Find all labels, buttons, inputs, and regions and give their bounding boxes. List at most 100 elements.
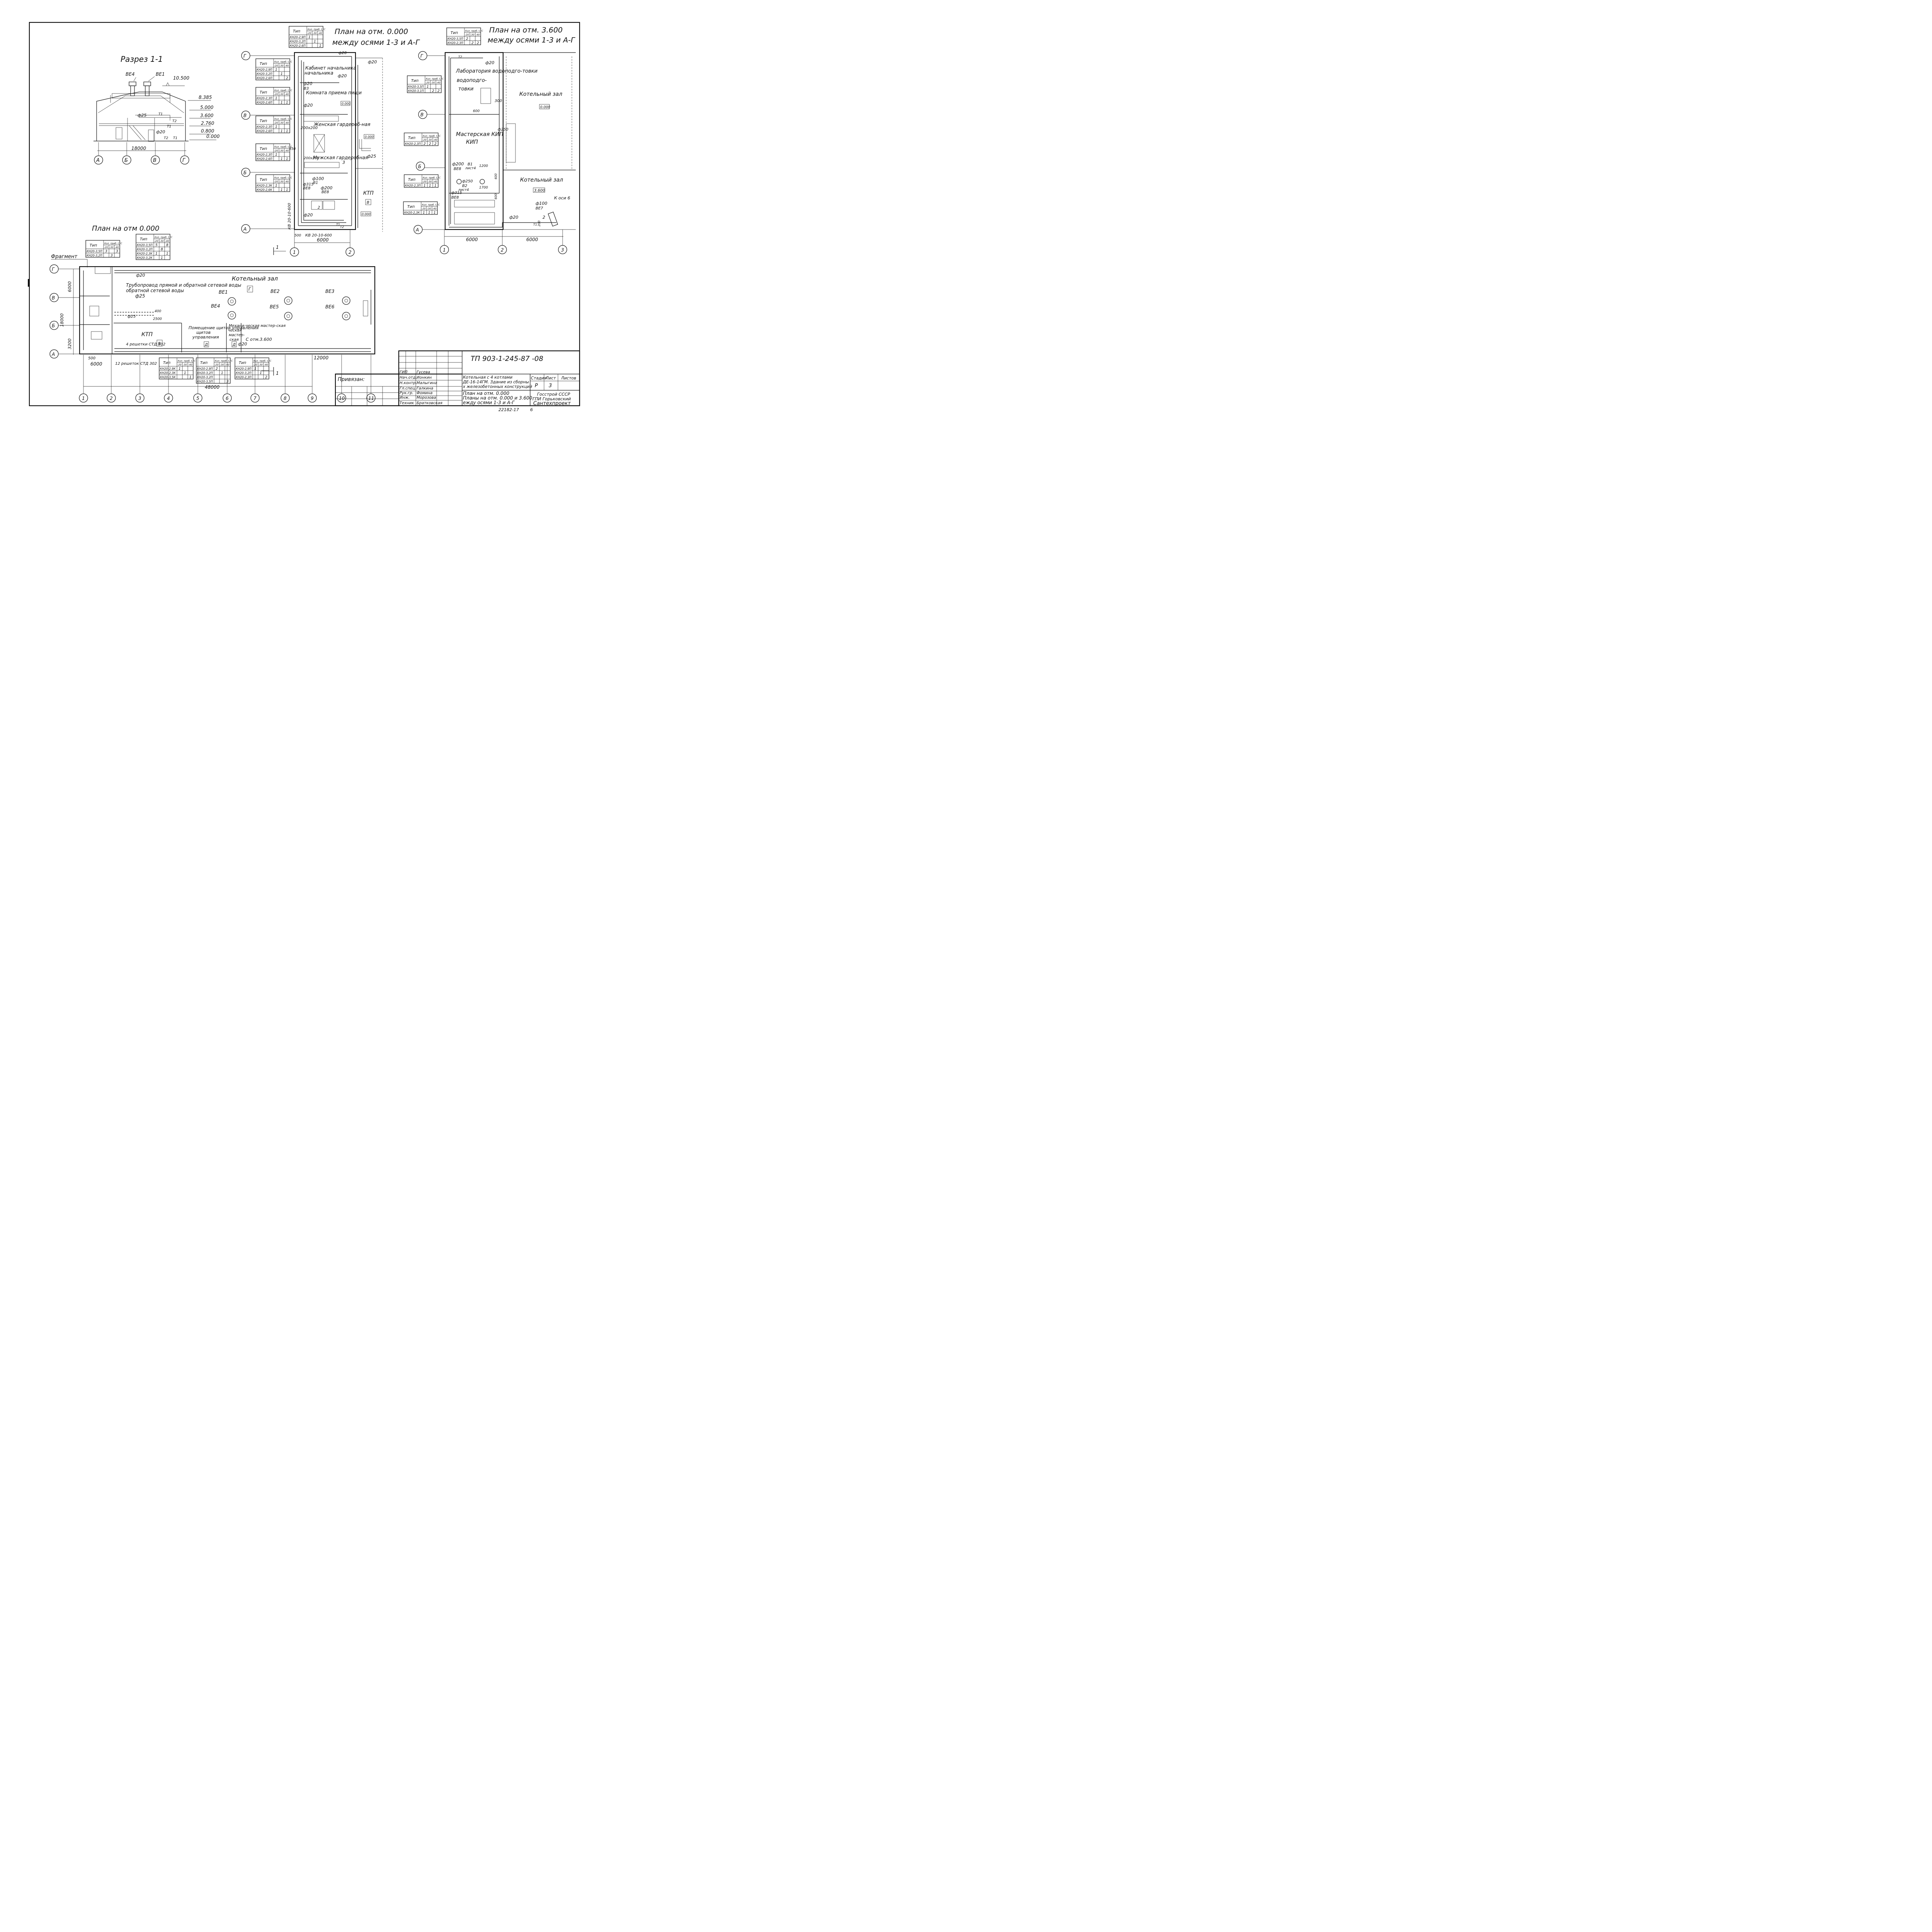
title-project-2: ДЕ-16-14ГМ. Здание из сборны bbox=[463, 380, 529, 384]
table-cell-qty: 2 bbox=[466, 37, 468, 41]
table-cell-qty: 1 bbox=[189, 376, 192, 379]
table-cell-type: КН20-2,9К bbox=[160, 367, 176, 371]
vent-be1: ВЕ1 bbox=[219, 289, 236, 306]
lbl-be8-b: ВЕ8 bbox=[321, 190, 329, 194]
table-cell-qty: 1 bbox=[308, 36, 311, 39]
p36-1200: 1200 bbox=[479, 164, 488, 168]
table-head-temp: -20 bbox=[104, 246, 108, 249]
lbl-phi20-b: ф20 bbox=[303, 81, 312, 86]
plan-0000-partial: План на отм. 0.000 между осями 1-3 и А-Г… bbox=[241, 27, 420, 257]
table-cell-qty: 1 bbox=[155, 252, 158, 256]
room-office-2: начальника bbox=[304, 70, 333, 76]
svg-text:В: В bbox=[153, 158, 156, 163]
full-axis-col-label: 5 bbox=[196, 396, 199, 401]
table-cell-qty: 1 bbox=[281, 157, 283, 161]
table-cell-qty: 1 bbox=[423, 184, 426, 188]
vent-be3: ВЕ3 bbox=[325, 289, 350, 305]
table-head-type: Тип bbox=[260, 62, 267, 66]
sheets-label: Листов bbox=[561, 376, 576, 381]
room-boiler-hall-a: Котельный зал bbox=[519, 91, 562, 97]
table-head-temp: -40 bbox=[115, 246, 119, 249]
full-room-ktp: КТП bbox=[141, 332, 153, 338]
table-cell-qty: 1 bbox=[428, 211, 430, 215]
pipe-t1-b: Т1 bbox=[167, 125, 171, 129]
table-head-temp: -30 bbox=[160, 240, 164, 243]
pipe-note-d: ф25 bbox=[135, 293, 145, 299]
table-cell-type: КН20-2,3К bbox=[404, 211, 420, 214]
table-head-temp: -40 bbox=[433, 138, 437, 141]
table-cell-type: КН20-3,2П bbox=[197, 376, 213, 379]
svg-text:1: 1 bbox=[276, 371, 279, 376]
lbl-phi25: ф25 bbox=[367, 154, 376, 159]
stage-value: Р bbox=[535, 383, 538, 389]
plan-full-title: План на отм 0.000 bbox=[92, 224, 159, 233]
vent-be5: ВЕ5 bbox=[270, 304, 293, 320]
full-room-mech-3: мастер- bbox=[229, 333, 245, 337]
table-head-qty: Кол. приб. t,°С bbox=[178, 360, 196, 362]
svg-text:ВЕ6: ВЕ6 bbox=[325, 304, 335, 310]
p36-v1: В1 bbox=[468, 162, 473, 167]
sheet-frame bbox=[29, 22, 580, 406]
section-dim-18000: 18000 bbox=[131, 146, 146, 151]
plan-3600: План на отм. 3.600 между осями 1-3 и А-Г… bbox=[413, 26, 576, 254]
table-cell-qty: 1 bbox=[286, 129, 288, 133]
svg-text:А: А bbox=[243, 226, 247, 232]
full-axis-col-1: 1 bbox=[79, 355, 88, 403]
table-cell-type: КН20-2,3П bbox=[257, 153, 272, 156]
level-0000-b: 0.000 bbox=[365, 135, 374, 139]
elev-5000: 5.000 bbox=[200, 105, 214, 110]
full-axis-col-label: 10 bbox=[339, 396, 345, 401]
full-48000: 48000 bbox=[205, 384, 220, 390]
table-head-temp: -30 bbox=[428, 180, 432, 183]
plan0-axis-2: 2 bbox=[345, 230, 355, 257]
table-cell-qty: 1 bbox=[434, 184, 437, 188]
table-cell-qty: 1 bbox=[260, 371, 262, 375]
table-cell-qty: 1 bbox=[184, 371, 186, 375]
staff-name: Галкина bbox=[417, 386, 433, 391]
table-head-type: Тип bbox=[408, 178, 416, 182]
stage-label: Стадия bbox=[531, 376, 546, 381]
table-head-qty: Кол. приб. t,°С bbox=[104, 242, 122, 245]
full-room-control-2: щитов bbox=[196, 330, 211, 335]
table-cell-type: КН20-3,2П bbox=[197, 371, 213, 375]
full-axis-col-9: 9 bbox=[308, 355, 317, 403]
elev-10500: 10.500 bbox=[173, 75, 189, 81]
table-cell-qty: 1 bbox=[314, 40, 316, 44]
svg-text:ВЕ4: ВЕ4 bbox=[211, 303, 220, 309]
lbl-t1: Т1 bbox=[336, 223, 340, 226]
table-head-temp: -40 bbox=[285, 64, 289, 67]
p36-t2: Т2 bbox=[458, 55, 462, 59]
binding-mark bbox=[28, 279, 29, 287]
p36-list4-a: лист4 bbox=[465, 167, 476, 170]
section-axis-g: Г bbox=[180, 155, 189, 165]
plan36-axis-v: В bbox=[418, 110, 445, 119]
pipe-t2-a: Т2 bbox=[172, 119, 177, 123]
plan36-axis-2: 2 bbox=[498, 230, 507, 254]
table-cell-type: КН20-3,2П bbox=[87, 254, 102, 257]
lbl-6000: 6000 bbox=[317, 237, 329, 243]
plan0-subtitle: между осями 1-3 и А-Г bbox=[332, 38, 420, 47]
full-axis-col-label: 1 bbox=[82, 396, 85, 401]
table-cell-qty: 1 bbox=[275, 125, 277, 129]
ktp-letter: В bbox=[367, 201, 369, 205]
table-head-temp: -40 bbox=[264, 363, 268, 366]
level-0000-c: 0.000 bbox=[362, 213, 371, 216]
lbl-phi315: ф315 bbox=[303, 182, 314, 187]
table-cell-qty: 2 bbox=[471, 41, 474, 45]
sheet-value: 3 bbox=[549, 383, 552, 389]
svg-text:1: 1 bbox=[293, 250, 296, 255]
table-cell-qty: 2 bbox=[429, 142, 431, 146]
full-6000-v: 6000 bbox=[67, 281, 72, 292]
table-cell-type: КН20-2,3П bbox=[405, 184, 421, 187]
table-head-temp: -30 bbox=[279, 93, 284, 96]
full-axis-col-5: 5 bbox=[193, 355, 202, 403]
pipe-note-2: обратной сетевой воды bbox=[126, 288, 184, 293]
full-room-control: Помещение щитов управления bbox=[189, 325, 259, 330]
table-head-qty: Кол. приб. t,°С bbox=[274, 146, 293, 148]
p36-phi20-a: ф20 bbox=[485, 60, 494, 65]
elevation-marks bbox=[162, 82, 216, 140]
